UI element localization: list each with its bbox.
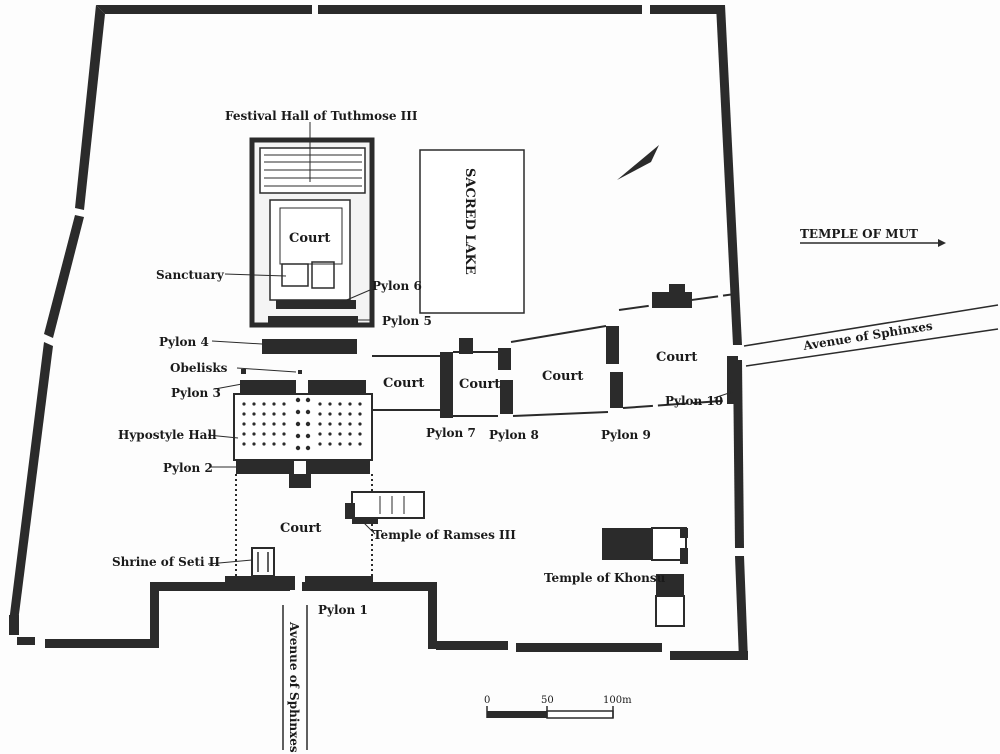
label-pylon-9: Pylon 9 <box>601 428 651 442</box>
label-avenue-south: Avenue of Sphinxes <box>287 621 301 753</box>
sacred-lake <box>419 149 525 314</box>
label-pylon-1: Pylon 1 <box>318 603 368 617</box>
label-temple-of-mut: TEMPLE OF MUT <box>800 227 918 241</box>
label-pylon-3: Pylon 3 <box>171 386 221 400</box>
label-pylon-2: Pylon 2 <box>163 461 213 475</box>
label-obelisks: Obelisks <box>170 361 228 375</box>
avenue-of-sphinxes-east <box>743 304 999 367</box>
label-pylon-7: Pylon 7 <box>426 426 476 440</box>
scale-tick-100: 100m <box>603 695 632 706</box>
label-court-d: Court <box>656 350 697 365</box>
label-festival-hall: Festival Hall of Tuthmose III <box>225 109 418 123</box>
scale-bar: 0 50 100m <box>484 695 632 719</box>
label-pylon-8: Pylon 8 <box>489 428 539 442</box>
label-temple-ramses: Temple of Ramses III <box>373 528 516 542</box>
label-shrine-seti: Shrine of Seti II <box>112 555 220 569</box>
label-sanctuary: Sanctuary <box>156 268 225 282</box>
label-court-b: Court <box>459 377 500 392</box>
label-hypostyle-hall: Hypostyle Hall <box>118 428 217 442</box>
label-pylon-6: Pylon 6 <box>372 279 422 293</box>
label-court-inner: Court <box>289 231 330 246</box>
avenue-of-sphinxes-south <box>282 605 308 750</box>
obelisk-markers <box>241 369 302 374</box>
festival-hall-complex <box>249 137 375 354</box>
label-temple-khonsu: Temple of Khonsu <box>544 571 666 585</box>
enclosure-wall <box>9 5 748 660</box>
hypostyle-hall <box>233 380 373 474</box>
label-pylon-5: Pylon 5 <box>382 314 432 328</box>
label-sacred-lake: SACRED LAKE <box>462 168 477 275</box>
label-court-a: Court <box>383 376 424 391</box>
temple-of-mut-arrow <box>800 239 946 247</box>
label-court-main: Court <box>280 521 321 536</box>
scale-tick-50: 50 <box>541 695 554 706</box>
first-court <box>225 474 373 590</box>
north-arrow-icon <box>617 145 659 180</box>
temple-of-ramses-iii <box>345 491 425 524</box>
label-pylon-10: Pylon 10 <box>665 394 723 408</box>
scale-tick-0: 0 <box>484 695 490 706</box>
leader-lines <box>207 122 733 565</box>
label-court-c: Court <box>542 369 583 384</box>
label-pylon-4: Pylon 4 <box>159 335 209 349</box>
temple-of-khonsu <box>602 527 688 627</box>
southern-processional-way <box>372 284 738 418</box>
